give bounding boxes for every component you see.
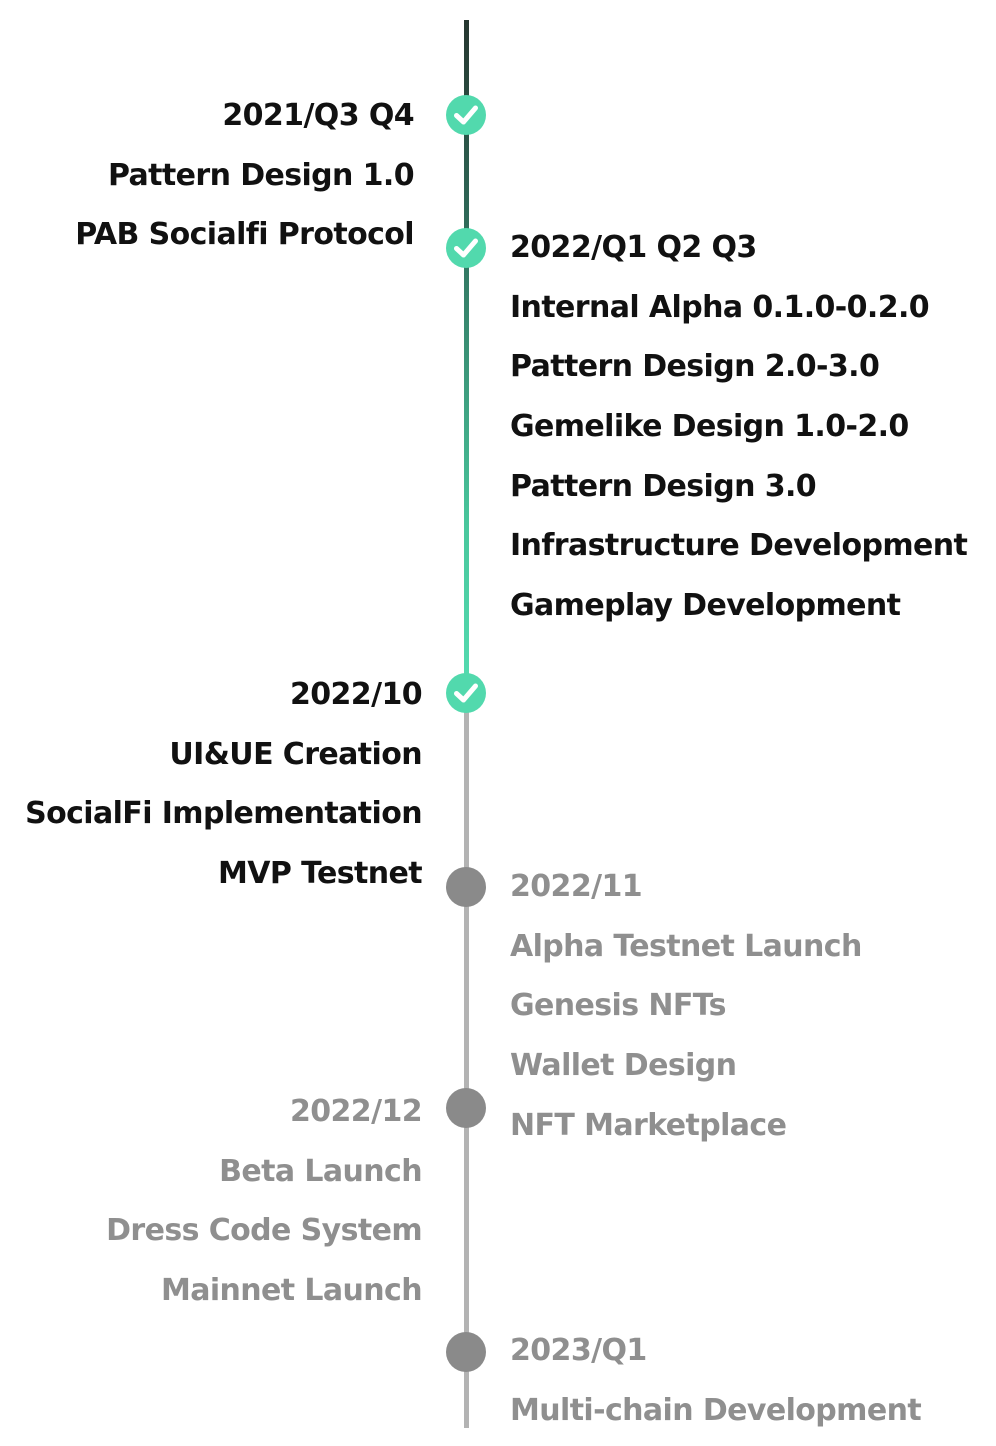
milestone-item: Pattern Design 3.0 — [510, 468, 817, 504]
milestone-item: Mainnet Launch — [160, 1273, 423, 1309]
milestone-date: 2023/Q1 — [510, 1333, 647, 1368]
milestone-date: 2021/Q3 Q4 — [222, 98, 414, 133]
milestone-item: Wallet Design — [510, 1048, 737, 1084]
milestone-item: SocialFi Implementation — [25, 796, 423, 832]
milestone-item: Pattern Design 2.0-3.0 — [510, 349, 880, 385]
milestone-item: UI&UE Creation — [169, 736, 422, 772]
milestone-2021-q3-q4: 2021/Q3 Q4 Pattern Design 1.0 PAB Social… — [75, 86, 414, 265]
milestone-2023-q1: 2023/Q1 Multi-chain Development — [510, 1321, 922, 1440]
timeline-rail-upcoming — [464, 695, 469, 1428]
milestone-item: Gameplay Development — [510, 588, 901, 624]
milestone-item: Alpha Testnet Launch — [510, 928, 862, 964]
milestone-date: 2022/10 — [289, 677, 423, 712]
milestone-date: 2022/11 — [510, 869, 643, 904]
dot-icon — [446, 867, 486, 907]
dot-icon — [446, 1332, 486, 1372]
check-circle-icon — [446, 228, 486, 268]
milestone-2022-10: 2022/10 UI&UE Creation SocialFi Implemen… — [25, 665, 423, 904]
milestone-2022-12: 2022/12 Beta Launch Dress Code System Ma… — [106, 1082, 422, 1321]
milestone-item: Infrastructure Development — [510, 528, 968, 564]
milestone-item: Pattern Design 1.0 — [107, 157, 415, 193]
milestone-item: PAB Socialfi Protocol — [75, 217, 414, 253]
dot-icon — [446, 1088, 486, 1128]
milestone-item: Dress Code System — [106, 1213, 422, 1249]
milestone-item: Gemelike Design 1.0-2.0 — [510, 409, 909, 445]
milestone-date: 2022/Q1 Q2 Q3 — [510, 230, 757, 265]
milestone-item: Beta Launch — [219, 1153, 422, 1189]
timeline-rail-completed — [464, 20, 469, 695]
milestone-date: 2022/12 — [289, 1094, 423, 1129]
milestone-item: Genesis NFTs — [510, 988, 726, 1024]
milestone-item: MVP Testnet — [218, 856, 423, 892]
milestone-item: NFT Marketplace — [510, 1107, 787, 1143]
milestone-item: Multi-chain Development — [510, 1392, 922, 1428]
check-circle-icon — [446, 95, 486, 135]
milestone-item: Internal Alpha 0.1.0-0.2.0 — [510, 289, 930, 325]
milestone-2022-q1-q2-q3: 2022/Q1 Q2 Q3 Internal Alpha 0.1.0-0.2.0… — [510, 218, 968, 636]
milestone-2022-11: 2022/11 Alpha Testnet Launch Genesis NFT… — [510, 857, 862, 1155]
check-circle-icon — [446, 673, 486, 713]
